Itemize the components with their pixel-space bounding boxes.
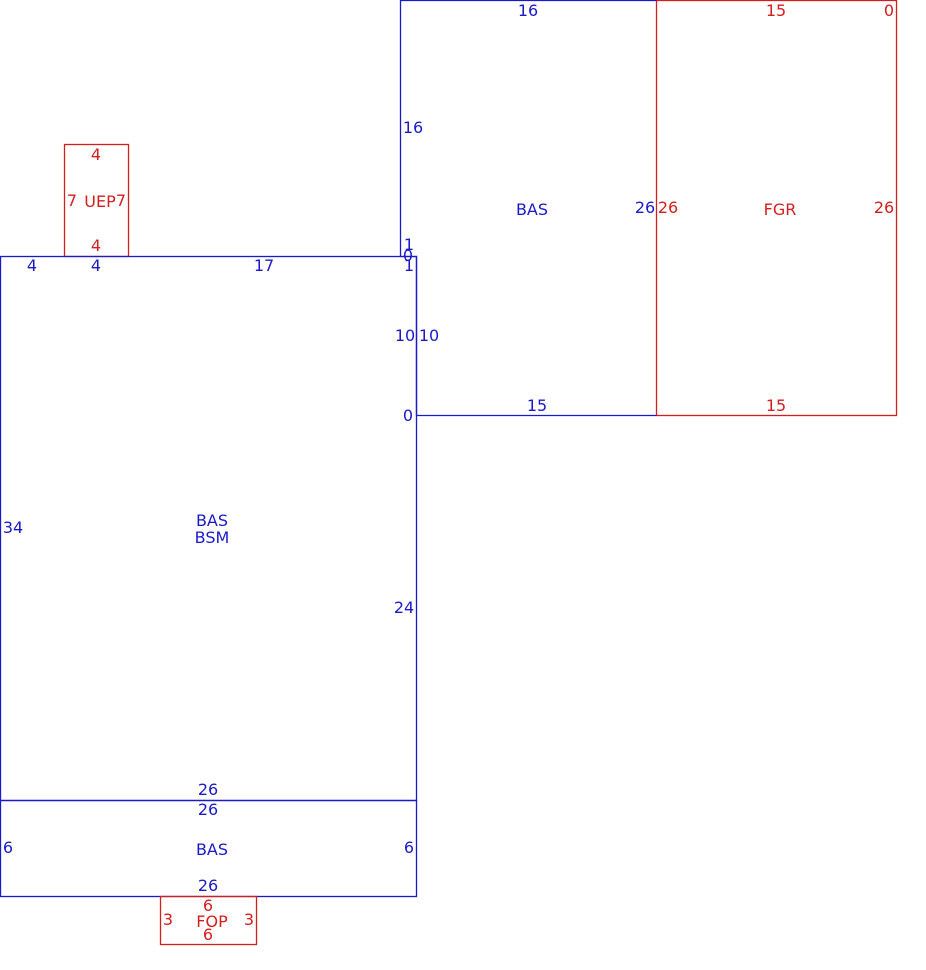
bas-upper-dim-left-lower-b: 10: [419, 326, 439, 345]
bas-lower-dim-top: 26: [198, 800, 218, 819]
bas-upper-corner-a: 1: [404, 235, 414, 254]
fgr-area-code: FGR: [764, 200, 797, 219]
bas-upper-dim-top: 16: [518, 1, 538, 20]
bas-main-labels: 4 4 17 34 BAS BSM 24 26: [3, 256, 414, 799]
fgr-labels: 15 0 26 FGR 26 15: [658, 1, 894, 415]
fgr-dim-left: 26: [658, 198, 678, 217]
bas-upper-dim-right: 26: [635, 198, 655, 217]
bas-upper-dim-bottom: 15: [527, 396, 547, 415]
bas-main-area-code-1: BAS: [196, 511, 228, 530]
bas-main-dim-top-mid-b: 17: [254, 256, 274, 275]
uep-dim-left: 7: [67, 191, 77, 210]
uep-dim-top: 4: [91, 145, 101, 164]
uep-dim-right: 7: [116, 191, 126, 210]
fgr-dim-top-corner: 0: [884, 1, 894, 20]
fop-dim-right: 3: [244, 910, 254, 929]
fop-labels: 6 3 FOP 3 6: [163, 896, 254, 944]
fop-dim-top: 6: [203, 896, 213, 915]
bas-main-dim-bottom: 26: [198, 780, 218, 799]
fop-dim-bottom: 6: [203, 925, 213, 944]
fop-dim-left: 3: [163, 910, 173, 929]
bas-main-dim-top-mid-a: 4: [91, 256, 101, 275]
fgr-outline: [655, 0, 898, 417]
bas-lower-dim-left: 6: [3, 838, 13, 857]
bas-upper-corner-b: 0: [403, 246, 413, 265]
uep-dim-bottom: 4: [91, 236, 101, 255]
bas-main-area-code-2: BSM: [195, 528, 230, 547]
fgr-dim-top: 15: [766, 1, 786, 20]
bas-upper-area-code: BAS: [516, 200, 548, 219]
bas-lower-labels: 26 6 BAS 6 26: [3, 800, 414, 895]
bas-upper-labels: 16 16 BAS 26 1 0 1 10 10 0 15: [395, 1, 655, 425]
bas-upper-dim-left-lower-a: 10: [395, 326, 415, 345]
bas-lower-dim-bottom: 26: [198, 876, 218, 895]
fop-outline: [159, 895, 258, 946]
outlines: [0, 0, 898, 946]
bas-lower-dim-right: 6: [404, 838, 414, 857]
bas-main-dim-left: 34: [3, 518, 23, 537]
bas-upper-dim-left-upper: 16: [403, 118, 423, 137]
bas-upper-corner-d: 0: [403, 406, 413, 425]
fgr-dim-bottom: 15: [766, 396, 786, 415]
bas-main-dim-right: 24: [394, 598, 414, 617]
bas-main-dim-top-left: 4: [27, 256, 37, 275]
fop-area-code: FOP: [196, 912, 228, 931]
bas-lower-area-code: BAS: [196, 840, 228, 859]
bas-upper-corner-c: 1: [404, 256, 414, 275]
fgr-dim-right: 26: [874, 198, 894, 217]
uep-area-code: UEP: [84, 192, 116, 211]
uep-labels: 4 7 UEP 7 4: [67, 145, 126, 255]
